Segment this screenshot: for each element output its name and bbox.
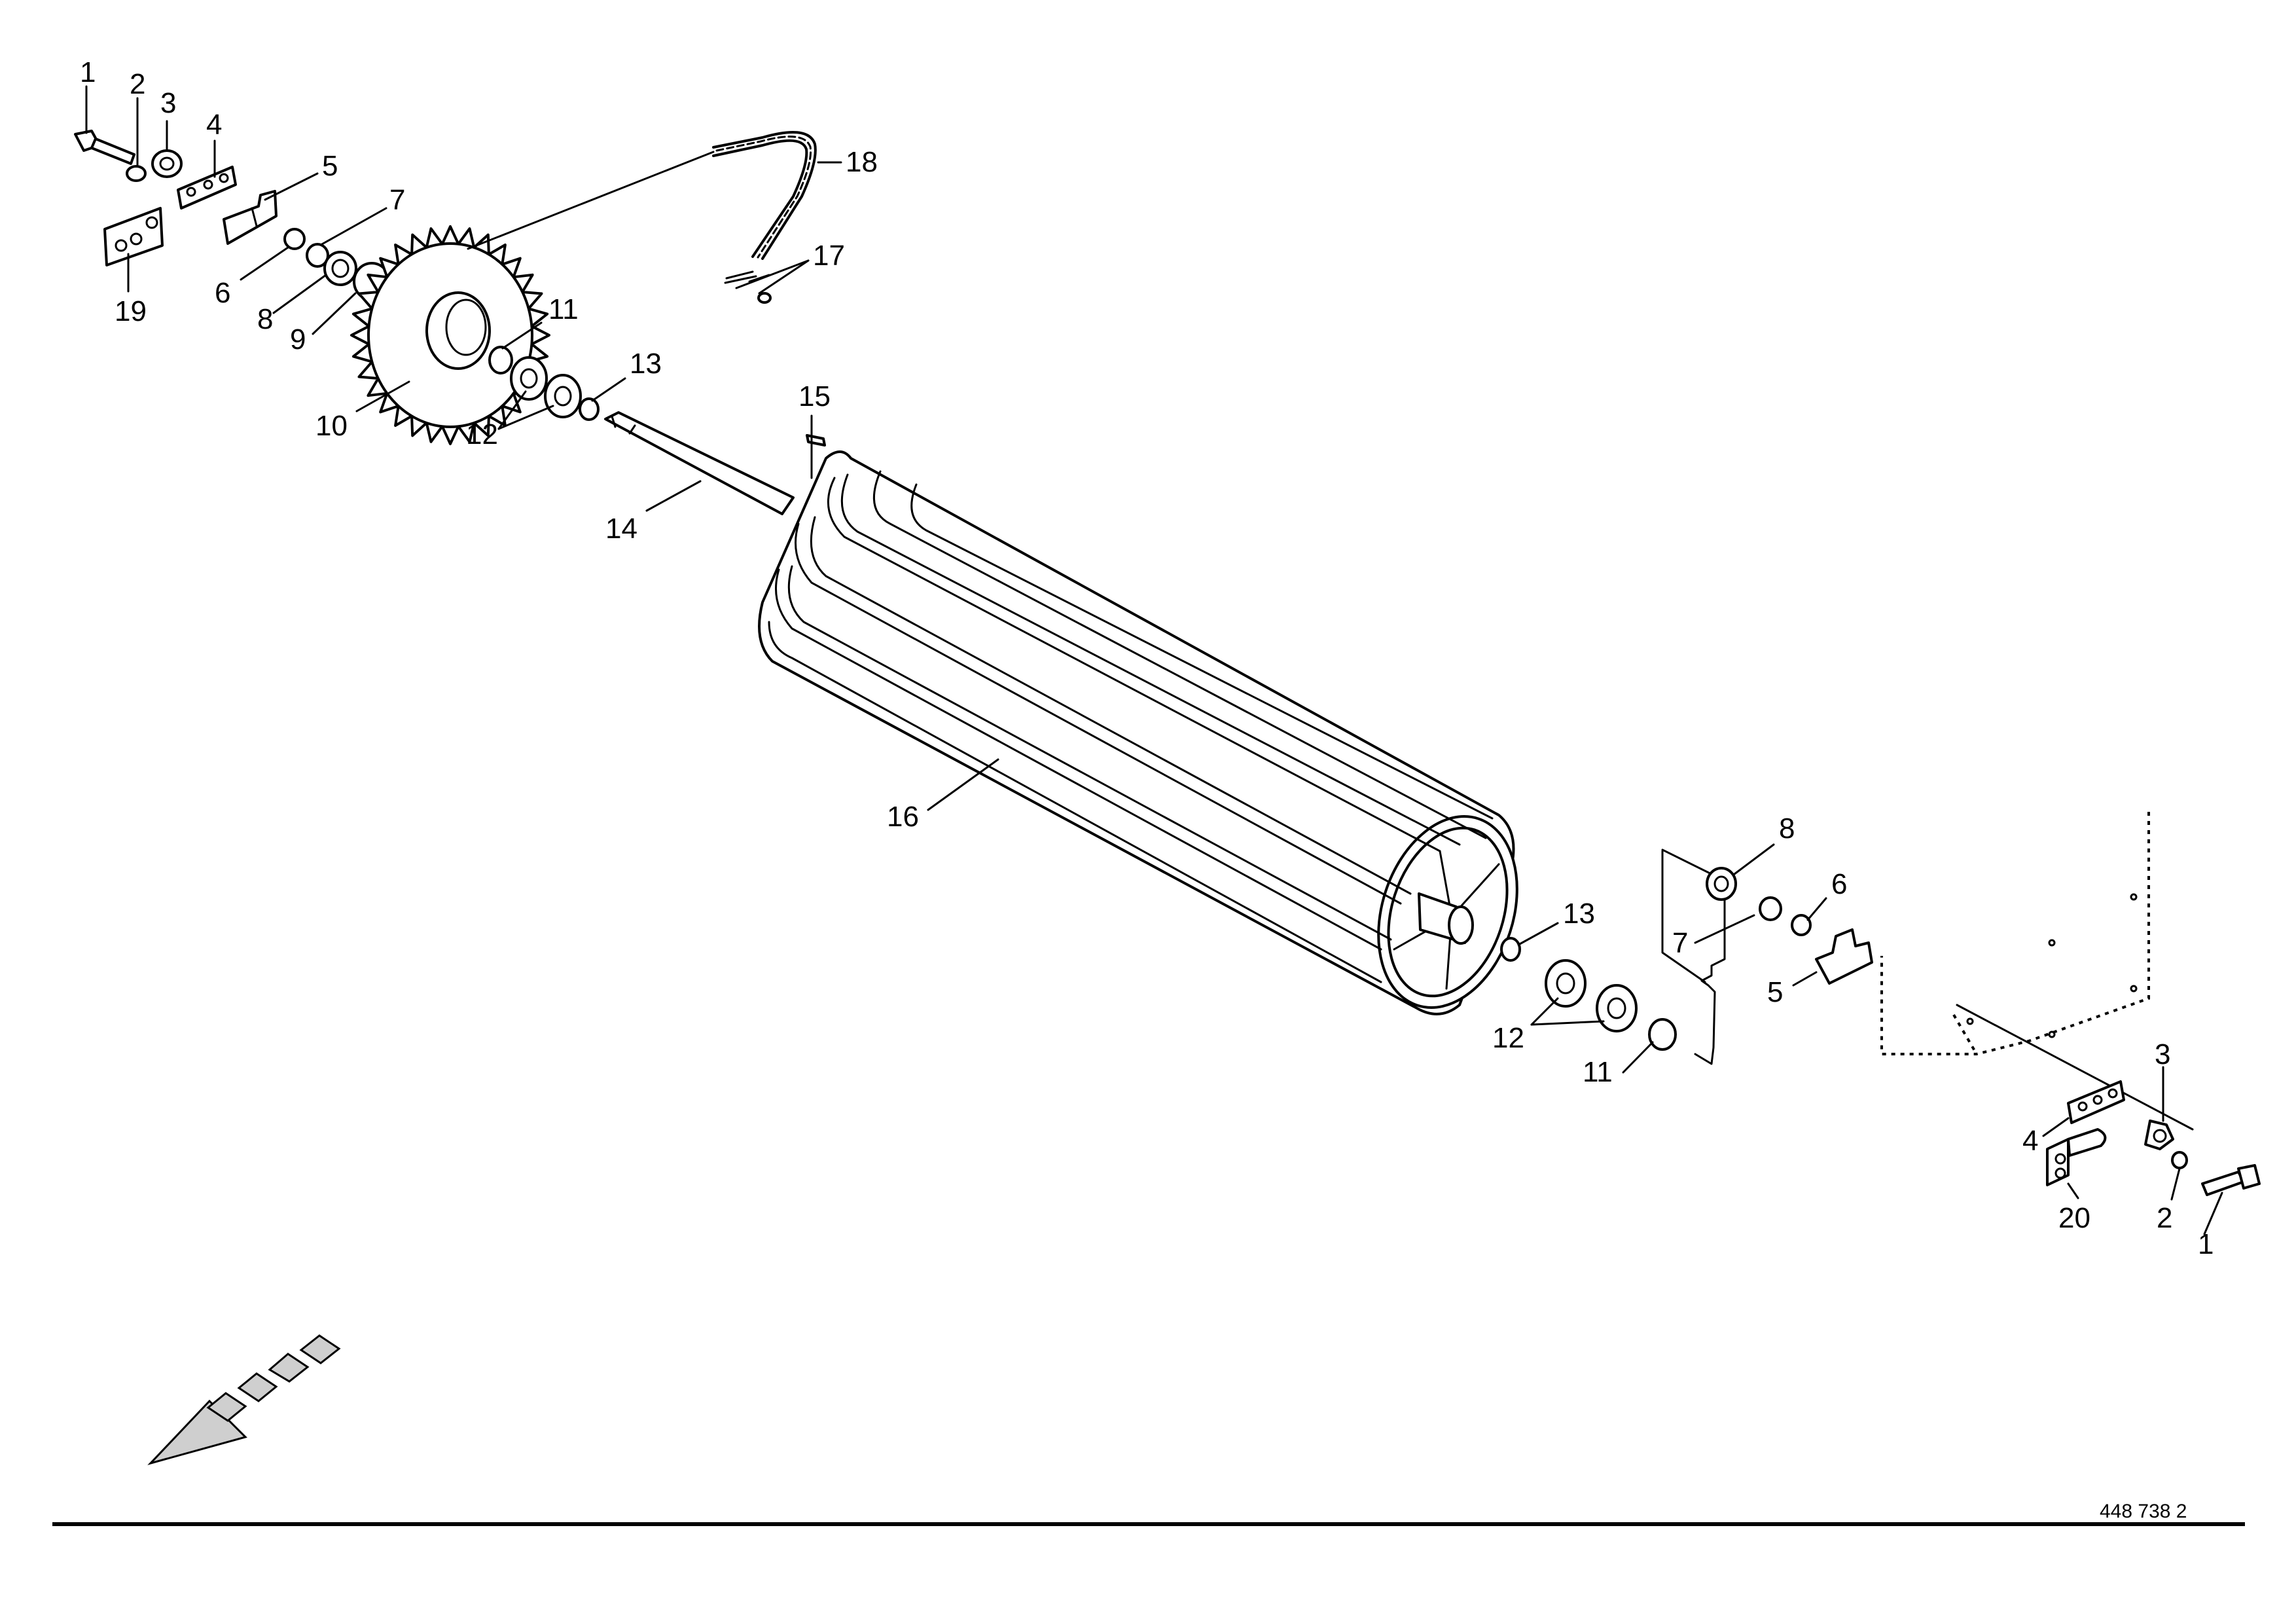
left-bearing-set — [488, 346, 600, 421]
callout-20: 20 — [2058, 1202, 2090, 1234]
roller-flutes — [768, 470, 1494, 983]
part-roller — [758, 450, 1518, 1015]
callout-11-right: 11 — [1583, 1056, 1613, 1088]
part-chain-links — [724, 270, 772, 304]
callout-6-left: 6 — [215, 277, 230, 309]
callout-4-left: 4 — [206, 109, 222, 141]
part-bolt-right — [2201, 1164, 2261, 1196]
callout-16: 16 — [887, 801, 919, 833]
part-nut-right — [2144, 1120, 2174, 1150]
left-end-hardware — [74, 130, 391, 301]
callout-10: 10 — [315, 410, 348, 442]
callout-17: 17 — [813, 240, 845, 272]
callout-15: 15 — [798, 380, 831, 412]
callout-14: 14 — [605, 513, 637, 545]
callout-7-right: 7 — [1672, 927, 1688, 959]
callout-2-left: 2 — [130, 68, 145, 100]
part-chain — [467, 131, 817, 260]
callout-12-right: 12 — [1492, 1022, 1524, 1054]
part-plate-left — [177, 166, 237, 210]
part-bushing-right — [1759, 896, 1782, 921]
part-bracket-left — [223, 190, 278, 245]
callout-4-right: 4 — [2022, 1125, 2038, 1157]
part-sprocket — [350, 225, 550, 445]
callout-7-left: 7 — [389, 184, 405, 216]
part-nut-left — [151, 149, 183, 178]
part-washer-right — [2171, 1151, 2188, 1169]
part-plate-right — [2067, 1080, 2125, 1124]
callout-13-left: 13 — [630, 348, 662, 380]
callout-5-left: 5 — [322, 150, 338, 182]
callout-labels: 1 2 3 4 5 6 7 8 9 10 11 12 13 14 15 16 1… — [80, 56, 2214, 1260]
part-plate-20 — [2046, 1128, 2107, 1186]
callout-6-right: 6 — [1831, 868, 1847, 900]
part-seal-left — [323, 251, 357, 286]
callout-5-right: 5 — [1767, 976, 1783, 1008]
part-bushing-left — [306, 243, 329, 268]
part-spacer-right — [1791, 914, 1812, 936]
part-bolt-left — [74, 130, 135, 165]
callout-1-right: 1 — [2198, 1228, 2214, 1260]
part-key — [806, 434, 826, 447]
callout-19: 19 — [115, 295, 147, 327]
callout-18: 18 — [846, 146, 878, 178]
callout-3-right: 3 — [2155, 1038, 2170, 1070]
callout-1-left: 1 — [80, 56, 96, 88]
callout-2-right: 2 — [2157, 1202, 2172, 1234]
part-shaft — [604, 411, 795, 515]
part-bracket-right — [1815, 928, 1873, 985]
part-plate-19 — [103, 207, 164, 266]
right-end-hardware — [1706, 812, 2261, 1196]
direction-arrow-icon — [147, 1334, 341, 1465]
callout-9-left: 9 — [290, 323, 306, 356]
callout-8-right: 8 — [1779, 812, 1795, 845]
callout-3-left: 3 — [160, 87, 176, 119]
callout-11-left: 11 — [548, 293, 579, 325]
callout-13-right: 13 — [1563, 898, 1595, 930]
right-bearing-set — [1500, 937, 1677, 1051]
part-seal-right — [1706, 867, 1737, 901]
frame-outline-dotted — [1880, 812, 2150, 1055]
part-washer-left — [126, 165, 147, 182]
callout-8-left: 8 — [257, 303, 273, 335]
callout-12-left: 12 — [466, 418, 498, 450]
document-number: 448 738 2 — [2100, 1501, 2187, 1522]
part-spacer-left — [283, 228, 306, 250]
leader-lines — [85, 85, 2223, 1235]
